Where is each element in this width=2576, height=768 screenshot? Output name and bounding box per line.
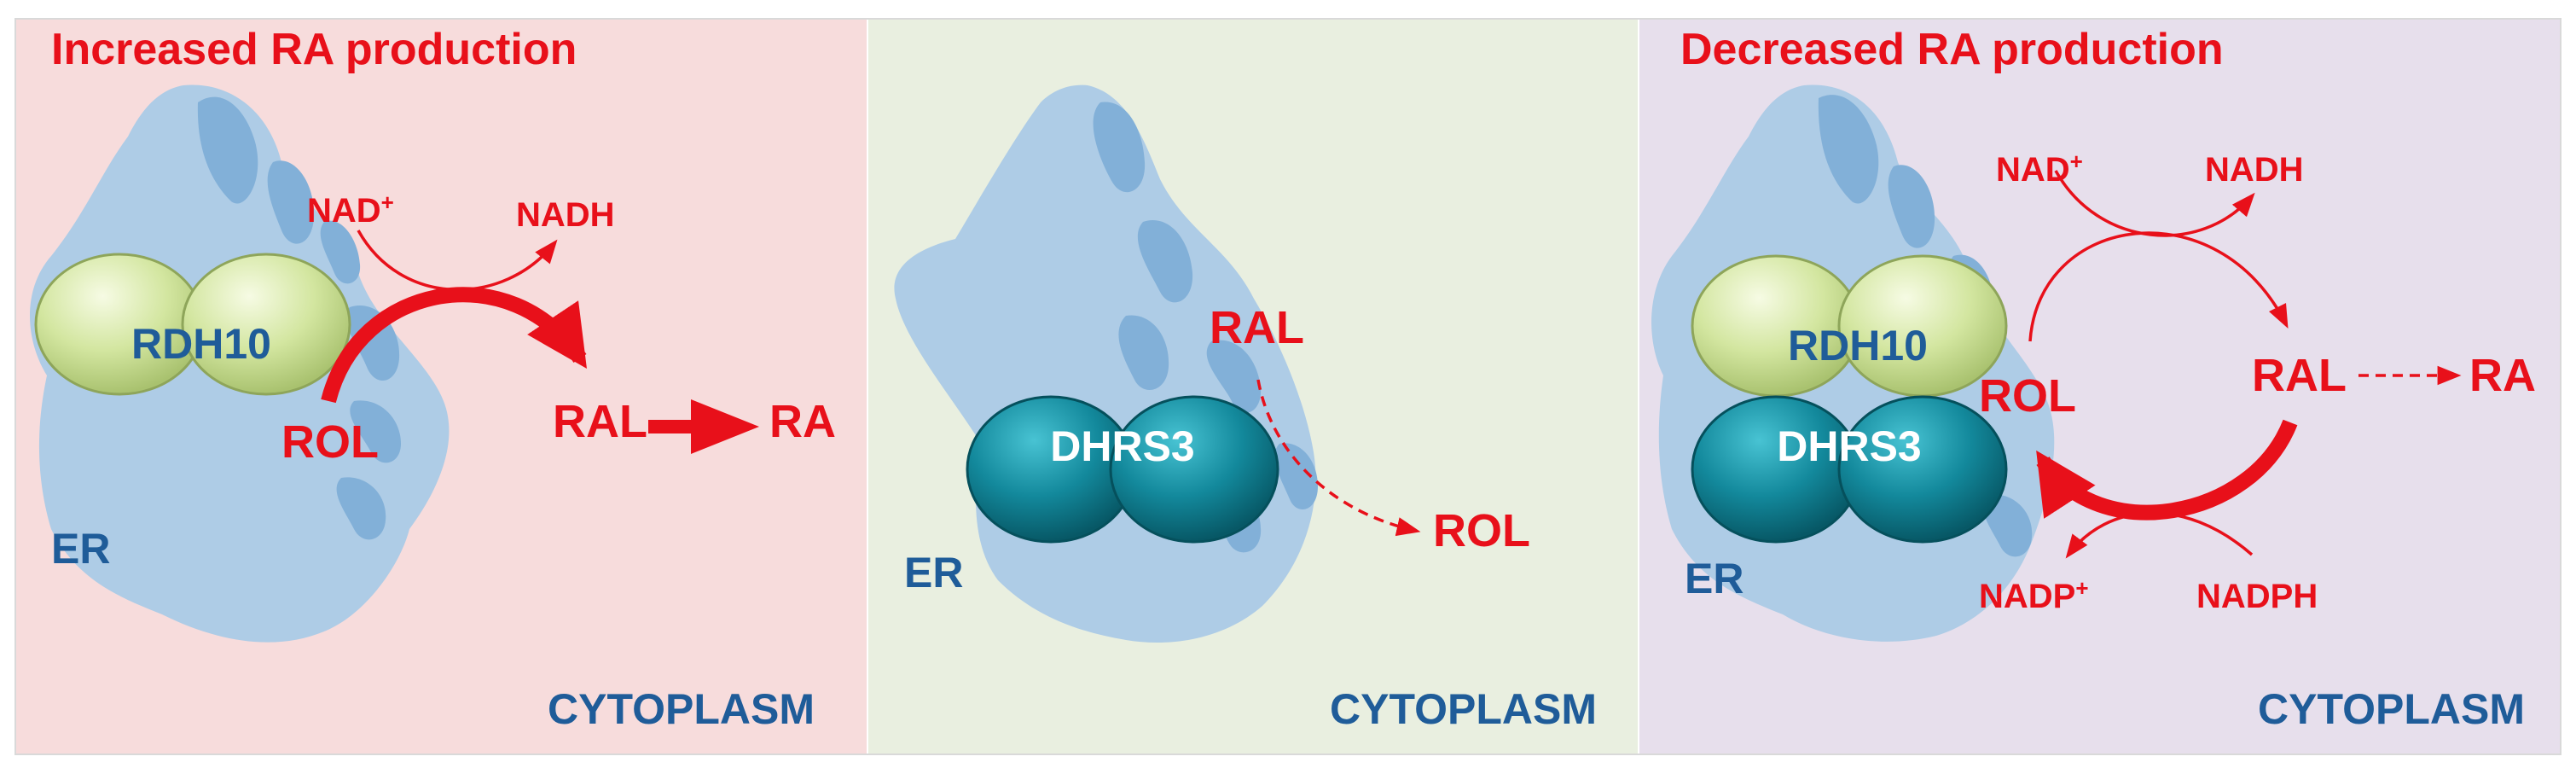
cytoplasm-label-2: CYTOPLASM: [1330, 685, 1597, 733]
panel-1-title: Increased RA production: [51, 25, 577, 74]
cytoplasm-label-1: CYTOPLASM: [548, 685, 815, 733]
nad-label-3: NAD+: [1996, 148, 2083, 189]
nadp-label-3: NADP+: [1979, 575, 2089, 615]
rdh10-label: RDH10: [131, 320, 271, 368]
rol-label-2: ROL: [1433, 505, 1530, 556]
dhrs3-label: DHRS3: [1050, 422, 1194, 470]
rdh10-label-3: RDH10: [1788, 322, 1928, 369]
nadh-label: NADH: [516, 196, 615, 234]
nadph-to-nadp-arrow-3: [2065, 511, 2254, 559]
ral-label-3: RAL: [2252, 350, 2347, 401]
rol-label-3: ROL: [1979, 370, 2076, 422]
ra-label-3: RA: [2469, 350, 2536, 401]
cytoplasm-label-3: CYTOPLASM: [2258, 685, 2525, 733]
nadh-label-3: NADH: [2205, 151, 2304, 189]
nad-to-nadh-arrow: [357, 230, 558, 292]
panel-increased: Increased RA production RDH10 NAD+ NADH …: [15, 19, 867, 754]
er-label-1: ER: [51, 525, 110, 573]
panel-decreased: Decreased RA production RDH10 DHRS3 NAD+…: [1639, 19, 2561, 754]
ral-to-rol-dashed-arrow: [1256, 379, 1421, 537]
ral-to-rol-arrow-3: [2036, 419, 2298, 521]
ral-label: RAL: [553, 396, 647, 447]
rol-to-ral-arrow-3: [2028, 231, 2289, 342]
rdh10-enzyme-3: RDH10: [1691, 254, 2008, 398]
panel-dhrs3: DHRS3 RAL ROL ER CYTOPLASM: [868, 19, 1638, 754]
nadph-label-3: NADPH: [2196, 578, 2318, 615]
ral-label-2: RAL: [1210, 302, 1304, 353]
dhrs3-label-3: DHRS3: [1777, 422, 1921, 470]
rol-to-ral-arrow: [321, 287, 588, 404]
er-label-2: ER: [904, 549, 963, 596]
rdh10-enzyme: RDH10: [34, 253, 351, 396]
panel-3-title: Decreased RA production: [1680, 25, 2224, 74]
ra-label: RA: [769, 396, 836, 447]
nad-to-nadh-arrow-3: [2054, 170, 2255, 237]
rol-label: ROL: [281, 416, 379, 468]
figure-border: [15, 18, 2561, 755]
ral-to-ra-arrow: [648, 399, 759, 454]
nad-label: NAD+: [307, 189, 394, 230]
dhrs3-enzyme: DHRS3: [966, 395, 1279, 544]
er-label-3: ER: [1685, 555, 1743, 602]
dhrs3-enzyme-3: DHRS3: [1691, 395, 2008, 544]
